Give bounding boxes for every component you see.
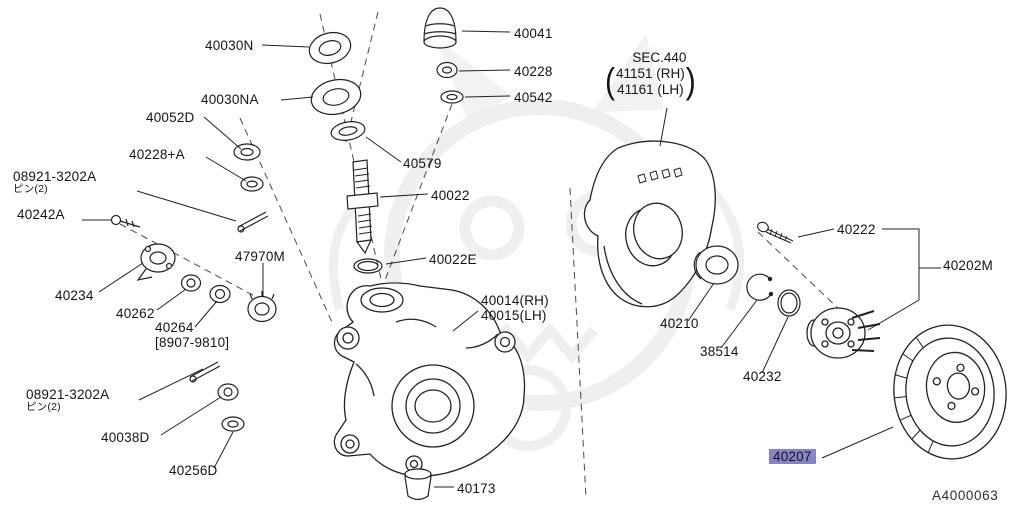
brake-rotor-drawing xyxy=(893,324,1007,460)
splash-shield-drawing xyxy=(583,140,716,308)
part-label-40022[interactable]: 40022 xyxy=(431,188,470,203)
sec440-rh: 41151 (RH) xyxy=(616,66,685,81)
paren-open: ( xyxy=(605,62,615,102)
wheel-hub-drawing xyxy=(806,307,881,359)
part-label-40234[interactable]: 40234 xyxy=(55,288,94,303)
leader-lines xyxy=(82,30,941,488)
hub-bolt-40222-drawing xyxy=(757,221,794,244)
part-label-40579[interactable]: 40579 xyxy=(403,156,442,171)
part-label-40202M[interactable]: 40202M xyxy=(943,258,993,273)
part-label-40242A[interactable]: 40242A xyxy=(17,207,65,222)
part-label-40030NA[interactable]: 40030NA xyxy=(201,92,259,107)
steering-knuckle-drawing xyxy=(333,282,526,477)
sec440-lh: 41161 (LH) xyxy=(617,81,684,97)
bump-stop-40173-drawing xyxy=(404,468,432,501)
part-label-40041[interactable]: 40041 xyxy=(514,26,553,41)
part-label-40030N[interactable]: 40030N xyxy=(205,38,254,53)
kingpin-40022-drawing xyxy=(346,159,383,274)
drawing-number: A4000063 xyxy=(932,488,999,503)
part-label-40207[interactable]: 40207 xyxy=(769,449,816,465)
hub-bearing-group-drawing xyxy=(693,245,801,317)
part-label-40022E[interactable]: 40022E xyxy=(429,252,477,267)
sec440-title: SEC.440 xyxy=(632,50,687,65)
part-label-47970M[interactable]: 47970M xyxy=(235,249,285,264)
part-label-40228plusA[interactable]: 40228+A xyxy=(129,147,185,162)
bearing-40030n-drawing xyxy=(308,31,366,141)
part-label-40052D[interactable]: 40052D xyxy=(146,110,195,125)
part-label-40173[interactable]: 40173 xyxy=(457,481,496,496)
part-label-40256D[interactable]: 40256D xyxy=(169,463,218,478)
part-label-40222[interactable]: 40222 xyxy=(837,222,876,237)
left-hardware-drawing xyxy=(110,211,277,432)
sec440-reference: SEC.440 ( 41151 (RH) 41161 (LH) ) xyxy=(604,50,697,102)
part-label-40264[interactable]: 40264[8907-9810] xyxy=(155,320,230,351)
dust-cap-40041-drawing xyxy=(423,7,464,104)
part-label-40262[interactable]: 40262 xyxy=(116,306,155,321)
part-label-40232[interactable]: 40232 xyxy=(743,369,782,384)
paren-close: ) xyxy=(685,62,696,102)
part-label-38514[interactable]: 38514 xyxy=(700,344,739,359)
part-label-40038D[interactable]: 40038D xyxy=(101,430,150,445)
part-label-40228[interactable]: 40228 xyxy=(514,64,553,79)
part-label-40542[interactable]: 40542 xyxy=(514,90,553,105)
part-label-40210[interactable]: 40210 xyxy=(660,316,699,331)
part-label-40014-40015[interactable]: 40014(RH)40015(LH) xyxy=(481,293,549,324)
